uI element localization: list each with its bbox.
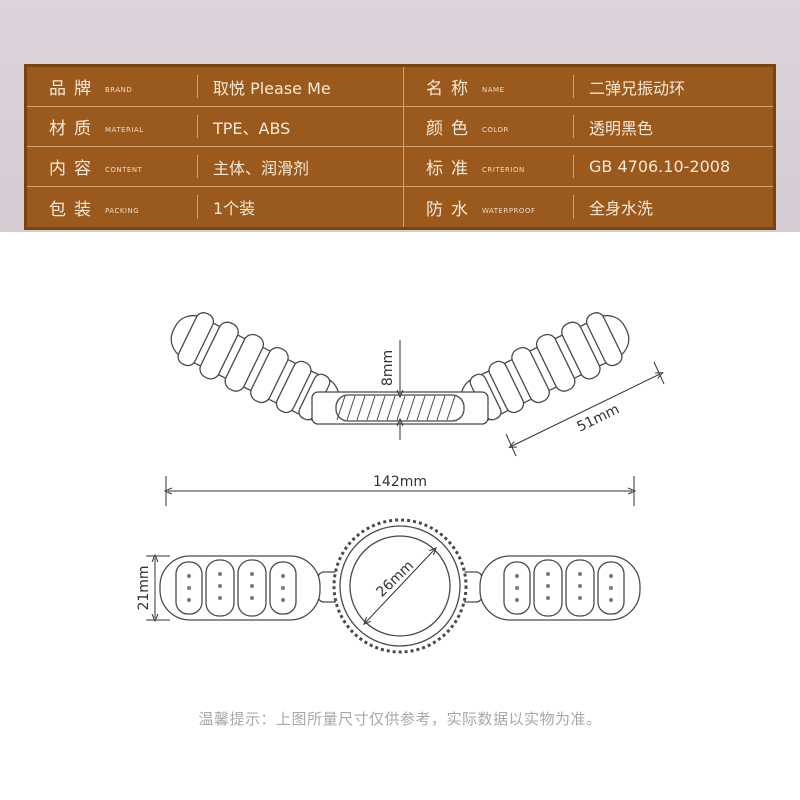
label-cn: 防水 — [426, 199, 476, 220]
value-name: 二弹兄振动环 — [573, 67, 773, 107]
spec-table: 品牌 BRAND 取悦 Please Me 名称 NAME 二弹兄振动环 材质 MAT… — [24, 64, 776, 230]
side-view-drawing — [170, 312, 630, 425]
product-dimension-diagram: 8mm 51mm 142mm — [136, 312, 665, 654]
dimension-total-length: 142mm — [166, 474, 634, 506]
label-criterion: 标准 CRITERION — [403, 147, 573, 187]
label-en: COLOR — [482, 126, 509, 134]
dim-label-thickness: 8mm — [380, 350, 396, 386]
label-cn: 内容 — [49, 159, 99, 179]
value-color: 透明黑色 — [573, 107, 773, 147]
label-color: 颜色 COLOR — [403, 107, 573, 147]
value-content: 主体、润滑剂 — [197, 147, 403, 187]
label-cn: 品牌 — [49, 79, 99, 99]
label-en: WATERPROOF — [482, 206, 536, 215]
value-criterion: GB 4706.10-2008 — [573, 147, 773, 187]
label-cn: 名称 — [426, 79, 476, 99]
label-cn: 材质 — [49, 119, 99, 139]
label-brand: 品牌 BRAND — [27, 67, 197, 107]
value-packing: 1个装 — [197, 187, 403, 227]
value-waterproof: 全身水洗 — [573, 187, 773, 227]
dim-label-height: 21mm — [136, 565, 152, 610]
label-material: 材质 MATERIAL — [27, 107, 197, 147]
value-material: TPE、ABS — [197, 107, 403, 147]
value-brand: 取悦 Please Me — [197, 67, 403, 107]
label-en: BRAND — [105, 86, 133, 94]
label-en: CONTENT — [105, 166, 143, 174]
label-en: PACKING — [105, 206, 140, 215]
label-en: CRITERION — [482, 166, 525, 174]
label-en: NAME — [482, 86, 505, 94]
label-cn: 包装 — [49, 199, 99, 220]
label-name: 名称 NAME — [403, 67, 573, 107]
label-en: MATERIAL — [105, 126, 144, 134]
dimension-height: 21mm — [136, 556, 170, 620]
dimension-thickness: 8mm — [380, 340, 400, 440]
label-packing: 包装 PACKING — [27, 187, 197, 227]
label-content: 内容 CONTENT — [27, 147, 197, 187]
label-waterproof: 防水 WATERPROOF — [403, 187, 573, 227]
dim-label-total-length: 142mm — [373, 474, 427, 490]
disclaimer-note: 温馨提示：上图所量尺寸仅供参考，实际数据以实物为准。 — [198, 710, 602, 728]
label-cn: 颜色 — [426, 119, 476, 139]
dim-label-arm-length: 51mm — [574, 401, 622, 435]
label-cn: 标准 — [426, 159, 476, 179]
